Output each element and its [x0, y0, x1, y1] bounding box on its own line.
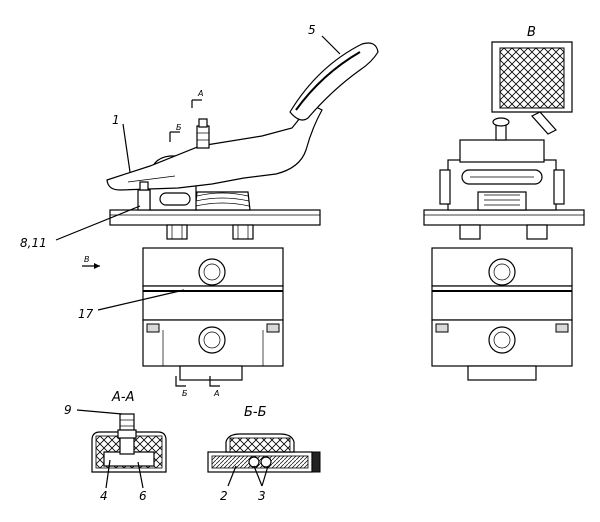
label-part-3: 3: [258, 489, 266, 503]
label-part-6: 6: [139, 489, 147, 503]
label-part-8-11: 8,11: [20, 236, 47, 250]
cut-b-bottom-label: Б: [182, 389, 188, 398]
plate-bolt-left: [166, 224, 188, 240]
label-part-4: 4: [100, 489, 108, 503]
label-part-17: 17: [78, 307, 94, 321]
view-arrow: [82, 263, 100, 269]
label-part-1: 1: [112, 113, 120, 127]
section-a-a-title: А-А: [111, 390, 134, 405]
rubber-boot: [194, 191, 251, 211]
section-b-b: [207, 433, 321, 473]
front-valve-body: [431, 247, 573, 381]
cut-a-bottom-label: А: [213, 389, 219, 398]
side-view: [82, 42, 379, 387]
section-a-a: [91, 413, 167, 473]
label-part-2: 2: [220, 489, 228, 503]
adjusting-screw: [196, 118, 210, 149]
pedal-lever: [106, 105, 323, 191]
view-b-arrow-label: В: [84, 255, 90, 264]
front-bracket: [439, 139, 565, 211]
plate-bolt-right: [232, 224, 254, 240]
cut-a-top-label: А: [197, 89, 203, 98]
cut-marks-bottom: [175, 376, 220, 387]
leader-lines: [55, 35, 341, 489]
cut-marks-top: [169, 99, 202, 142]
cut-b-top-label: Б: [176, 123, 182, 132]
front-view: [423, 41, 585, 381]
pedal-pad: [289, 42, 379, 121]
section-b-b-title: Б-Б: [244, 405, 267, 420]
brake-valve-body: [142, 247, 284, 381]
lower-port: [198, 326, 226, 354]
view-b-title: В: [527, 25, 536, 40]
front-base-plate: [423, 209, 585, 226]
front-pedal-pad: [491, 41, 573, 135]
label-part-9: 9: [64, 403, 72, 417]
upper-port: [198, 258, 226, 286]
base-plate: [109, 209, 321, 226]
label-part-5: 5: [308, 23, 316, 37]
stop-bolt: [137, 181, 151, 211]
